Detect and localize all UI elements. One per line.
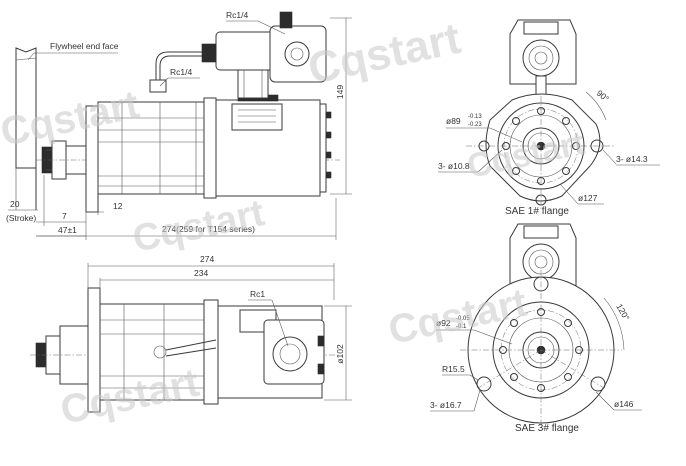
valve-block [215,11,327,99]
flywheel-plate [15,47,37,210]
sae3-radius: R15.5 [442,364,465,374]
dim-stroke-word: (Stroke) [6,213,36,223]
sae1-bolt-circle: ø127 [578,193,598,203]
sae1-angle: 90° [595,88,611,104]
dim-7: 7 [62,211,67,221]
watermark-3: Cqstart [129,192,268,261]
sae1-holes: 3- ø10.8 [438,161,470,171]
flywheel-label: Flywheel end face [50,41,119,51]
sae1-hole-big: 3- ø14.3 [616,154,648,164]
bottom-side-view: Rc1 274 234 ø102 [30,254,352,413]
motor-body [97,94,332,199]
air-pipe [149,43,217,93]
sae3-caption: SAE 3# flange [515,423,579,434]
dim-47: 47±1 [58,225,77,235]
dim-12: 12 [113,201,123,211]
dim-274-top: 274(259 for T154 series) [162,224,255,234]
sae3-angle: 120° [614,302,631,322]
sae3-flange-view: 120° ø92 -0.05 -0.1 R15.5 3- ø16.7 ø146 … [430,223,642,434]
dim-274-bottom: 274 [200,254,214,264]
dim-234: 234 [194,268,208,278]
rc1-label: Rc1 [250,289,265,299]
sae1-caption: SAE 1# flange [505,206,569,217]
sae3-pilot: ø92 [436,318,451,328]
sae3-holes: 3- ø16.7 [430,400,462,410]
sae3-bolt-circle: ø146 [614,399,634,409]
rc-top-label: Rc1/4 [226,10,248,20]
rc-mid-label: Rc1/4 [170,67,192,77]
top-side-view: Flywheel end face Rc1/4 Rc1/4 149 20 (St… [6,10,352,240]
sae1-tol-upper: -0.13 [468,114,482,120]
pinion [36,140,340,180]
sae1-tol-lower: -0.23 [468,122,482,128]
sae3-tol-lower: -0.1 [456,324,467,330]
dim-stroke-value: 20 [10,199,20,209]
sae1-pilot: ø89 [446,116,461,126]
sae1-flange-view: 90° ø89 -0.13 -0.23 3- ø10.8 3- ø14.3 ø1… [438,19,660,217]
watermark-2: Cqstart [304,14,465,94]
dim-102: ø102 [335,344,345,364]
sae3-tol-upper: -0.05 [456,316,470,322]
dim-149: 149 [335,85,345,99]
